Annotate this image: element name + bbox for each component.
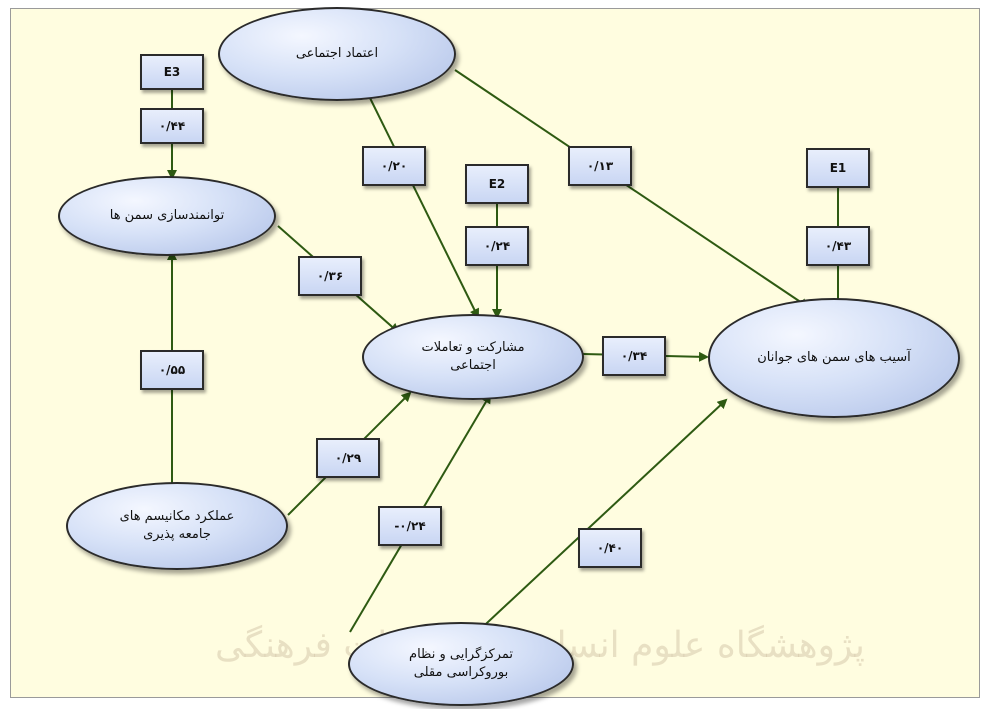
error-box-e2: E2 <box>465 164 529 204</box>
coef-centralization-participation: -۰/۲۴ <box>378 506 442 546</box>
edge-central-harm <box>457 398 728 651</box>
node-social-participation: مشارکت و تعاملات اجتماعی <box>362 314 584 400</box>
coef-centralization-harms: ۰/۴۰ <box>578 528 642 568</box>
node-label: عملکرد مکانیسم های <box>119 509 235 525</box>
coef-mechanisms-participation: ۰/۲۹ <box>316 438 380 478</box>
node-label: مشارکت و تعاملات <box>421 340 525 356</box>
coef-e2-participation: ۰/۲۴ <box>465 226 529 266</box>
edge-trust-harm <box>454 69 810 309</box>
node-label: توانمندسازی سمن ها <box>109 208 225 224</box>
coef-e1-harms: ۰/۴۳ <box>806 226 870 266</box>
coef-trust-harms: ۰/۱۳ <box>568 146 632 186</box>
coef-empowerment-participation: ۰/۳۶ <box>298 256 362 296</box>
error-box-e3: E3 <box>140 54 204 90</box>
node-label: تمرکزگرایی و نظام <box>409 647 513 663</box>
error-box-e1: E1 <box>806 148 870 188</box>
coef-e3-empowerment: ۰/۴۴ <box>140 108 204 144</box>
node-youth-ngo-harms: آسیب های سمن های جوانان <box>708 298 960 418</box>
coef-participation-harms: ۰/۳۴ <box>602 336 666 376</box>
node-social-trust: اعتماد اجتماعی <box>218 7 456 101</box>
node-label: جامعه پذیری <box>143 527 211 542</box>
node-ngo-empowerment: توانمندسازی سمن ها <box>58 176 276 256</box>
node-label: اعتماد اجتماعی <box>295 46 379 62</box>
node-socialization-mechanisms: عملکرد مکانیسم های جامعه پذیری <box>66 482 288 570</box>
edge-trust-partic <box>369 97 479 319</box>
node-label: اجتماعی <box>450 358 496 373</box>
coef-mechanisms-empowerment: ۰/۵۵ <box>140 350 204 390</box>
coef-trust-participation: ۰/۲۰ <box>362 146 426 186</box>
node-centralization-bureaucracy: تمرکزگرایی و نظام بوروکراسی مقلی <box>348 622 574 706</box>
node-label: بوروکراسی مقلی <box>413 665 509 680</box>
node-label: آسیب های سمن های جوانان <box>757 350 911 366</box>
